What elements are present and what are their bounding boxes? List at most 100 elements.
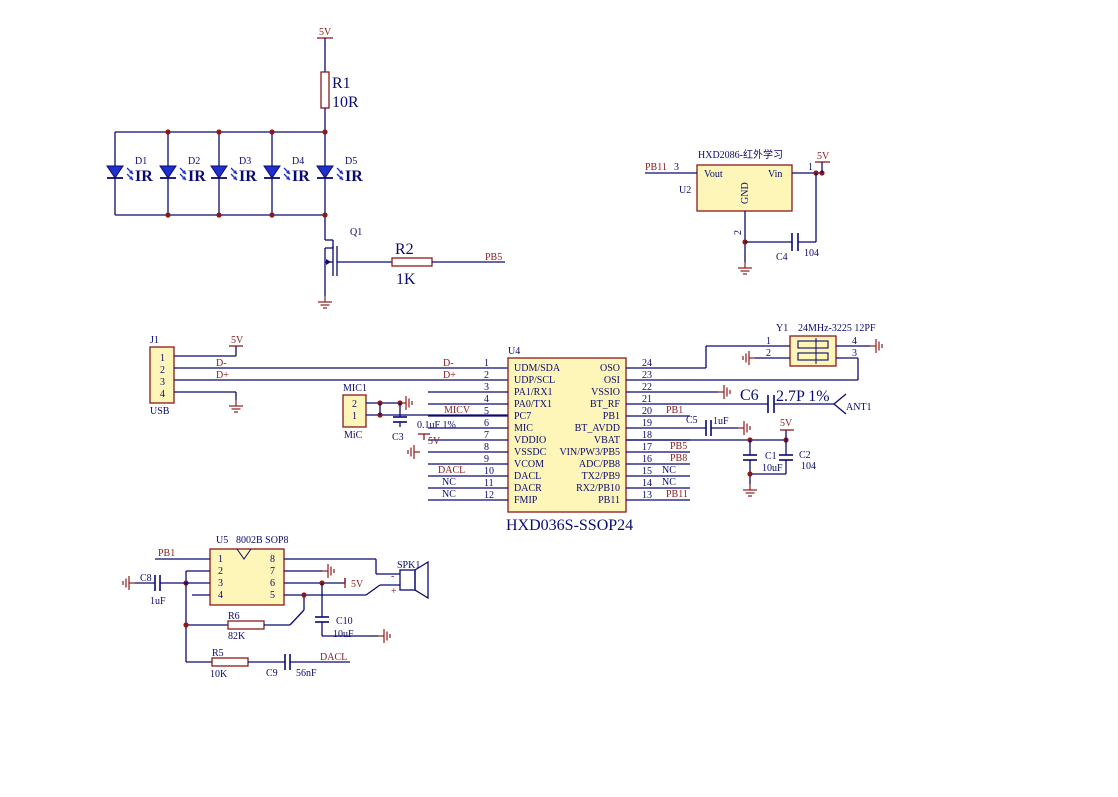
ir-led-section: 5V R1 10R D1 IR D2 IR D3	[106, 27, 505, 309]
u5-body	[209, 548, 285, 606]
c2-ref: C2	[799, 450, 811, 461]
speaker-spk1: SPK1 - +	[391, 560, 429, 600]
r1-resistor	[320, 71, 330, 109]
led-d1: D1 IR	[106, 132, 153, 215]
u4-left-pin-number: 10	[484, 466, 494, 477]
u4-right-pin-number: 17	[642, 442, 652, 453]
u2-supply: 5V	[817, 151, 830, 162]
u4-net-dm: D-	[443, 358, 454, 369]
u4-body	[507, 357, 627, 513]
u2-vin: Vin	[768, 169, 782, 180]
r6-value: 82K	[228, 631, 246, 642]
led-d4: D4 IR	[263, 132, 310, 215]
j1-pin3: 3	[160, 377, 165, 388]
mic1-pin2: 2	[352, 399, 357, 410]
u4-left-pin-name: VCOM	[514, 459, 544, 470]
led-d2-label: IR	[188, 168, 206, 185]
u5-net-pb1: PB1	[158, 548, 175, 559]
mosfet-q1: Q1	[324, 227, 392, 296]
led-d5-ref: D5	[345, 156, 357, 167]
u4-left-pin-name: DACR	[514, 483, 542, 494]
c3-value: 0.1uF 1%	[417, 420, 456, 431]
led-d1-ref: D1	[135, 156, 147, 167]
u4-right-pin-name: ADC/PB8	[579, 459, 620, 470]
u5-ref: U5	[216, 535, 228, 546]
c3-ref: C3	[392, 432, 404, 443]
u5-supply: 5V	[351, 579, 364, 590]
u4-right-pin-number: 23	[642, 370, 652, 381]
led-d1-label: IR	[135, 168, 153, 185]
u4-left-pin-name: PA0/TX1	[514, 399, 552, 410]
u4-left-pin-number: 4	[484, 394, 489, 405]
u4-right-pin-name: VIN/PW3/PB5	[559, 447, 620, 458]
u5-pin2: 2	[218, 566, 223, 577]
c5-value: 1uF	[713, 416, 729, 427]
u4-left-pin-name: UDM/SDA	[514, 363, 561, 374]
u4-right-pin-number: 14	[642, 478, 652, 489]
u4-name: HXD036S-SSOP24	[506, 517, 633, 534]
u4-left-pin-name: PA1/RX1	[514, 387, 553, 398]
u4-left-pin-number: 1	[484, 358, 489, 369]
j1-pin1: 1	[160, 353, 165, 364]
u4-right-pin-name: PB1	[603, 411, 620, 422]
u4-net-nc11: NC	[442, 477, 456, 488]
j1-net-dm: D-	[216, 358, 227, 369]
c10-value: 10uF	[333, 629, 354, 640]
u4-left-pin-name: VDDIO	[514, 435, 546, 446]
r2-value: 1K	[396, 271, 416, 288]
ant1-label: ANT1	[846, 402, 872, 413]
led-d2: D2 IR	[159, 132, 206, 215]
led-d3-ref: D3	[239, 156, 251, 167]
u4-left-pin-name: FMIP	[514, 495, 538, 506]
u2-pin1: 1	[808, 162, 813, 173]
u4-left-pin-name: PC7	[514, 411, 531, 422]
u2-vout: Vout	[704, 169, 723, 180]
net-micv-label: MICV	[444, 405, 471, 416]
y1-pin1: 1	[766, 336, 771, 347]
u4-net-nc15: NC	[662, 465, 676, 476]
u4-net-nc14: NC	[662, 477, 676, 488]
y1-pin3: 3	[852, 348, 857, 359]
u4-right-pin-name: BT_AVDD	[575, 423, 620, 434]
u4-right-pin-number: 24	[642, 358, 652, 369]
u5-name: 8002B SOP8	[236, 535, 289, 546]
u5-pin5: 5	[270, 590, 275, 601]
u4-right-pin-name: OSO	[600, 363, 620, 374]
led-d4-ref: D4	[292, 156, 304, 167]
u5-pin4: 4	[218, 590, 223, 601]
r1-value: 10R	[332, 94, 359, 111]
u4-net-pb1: PB1	[666, 405, 683, 416]
u4-net-pb5: PB5	[670, 441, 687, 452]
c9-ref: C9	[266, 668, 278, 679]
r2-resistor: R2 1K PB5	[391, 241, 505, 288]
u4-right-pin-number: 18	[642, 430, 652, 441]
u5-pin6: 6	[270, 578, 275, 589]
u4-left-pin-number: 9	[484, 454, 489, 465]
net-pb5-label: PB5	[485, 252, 502, 263]
u4-net-pb11: PB11	[666, 489, 688, 500]
u4-right-pin-name: TX2/PB9	[582, 471, 620, 482]
c2-value: 104	[801, 461, 816, 472]
c6-value: 2.7P 1%	[776, 388, 830, 405]
mic1-body	[342, 394, 367, 428]
c9-value: 56nF	[296, 668, 317, 679]
vbat-supply: 5V	[780, 418, 793, 429]
u4-left-pin-name: DACL	[514, 471, 541, 482]
rf-power-section: C6 2.7P 1% ANT1 C5 1uF 5V C1 10uF C2 104	[626, 384, 872, 497]
u4-right-pin-number: 15	[642, 466, 652, 477]
c1-value: 10uF	[762, 463, 783, 474]
u4-right-pin-name: PB11	[598, 495, 620, 506]
u4-right-pin-number: 13	[642, 490, 652, 501]
led-d4-label: IR	[292, 168, 310, 185]
u4-left-pin-name: VSSDC	[514, 447, 547, 458]
usb-connector-j1: J1 USB 1 2 3 4 5V D- D+	[149, 335, 508, 417]
c4-value: 104	[804, 248, 819, 259]
spk1-plus: +	[391, 586, 397, 597]
led-d3: D3 IR	[210, 132, 257, 215]
j1-pin4: 4	[160, 389, 165, 400]
audio-amp-u5: U5 8002B SOP8 1 2 3 4 8 7 6 5 PB1 C8 1uF…	[122, 535, 429, 680]
u4-right-pin-name: VBAT	[594, 435, 620, 446]
